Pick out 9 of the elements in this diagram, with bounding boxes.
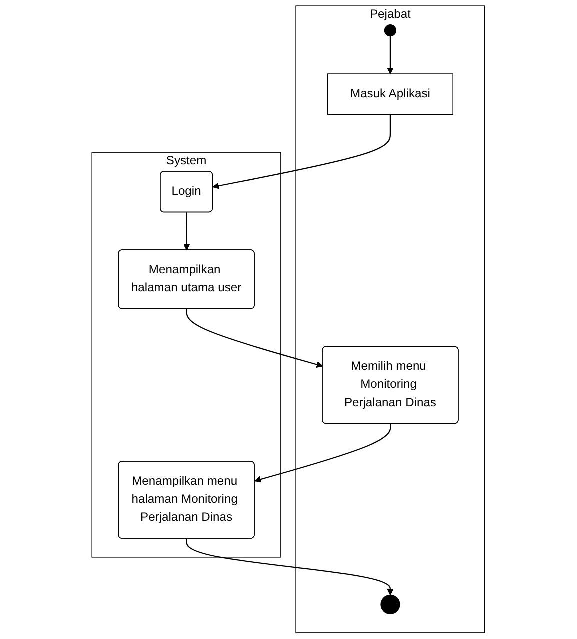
arrow: [387, 36, 394, 74]
arrow: [186, 309, 324, 368]
node-circle: [384, 24, 397, 37]
arrow: [212, 114, 392, 190]
arrow: [186, 538, 394, 596]
node-box: Masuk Aplikasi: [327, 74, 454, 116]
arrow: [183, 212, 190, 251]
node-circle: [380, 594, 400, 614]
arrow: [254, 424, 392, 483]
